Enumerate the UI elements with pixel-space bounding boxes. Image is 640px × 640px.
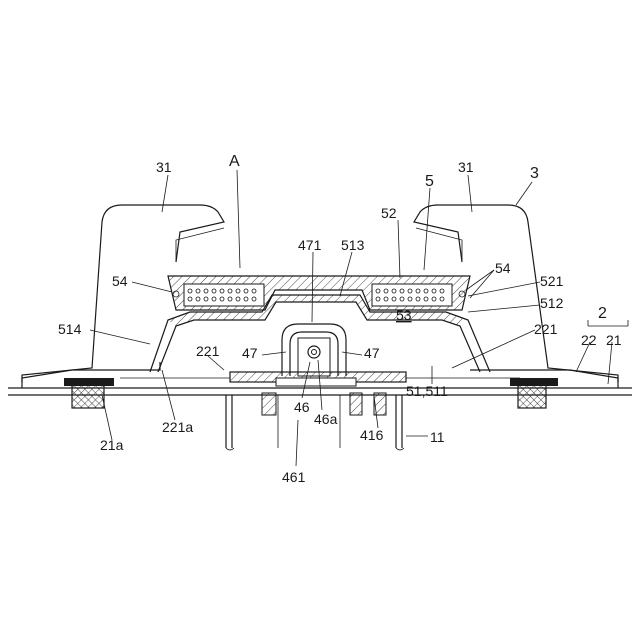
label-416: 416 <box>360 427 384 443</box>
label-21: 21 <box>606 332 622 348</box>
label-471: 471 <box>298 237 322 253</box>
outer-cover-3 <box>22 205 618 382</box>
label-52: 52 <box>381 205 397 221</box>
label-3: 3 <box>530 165 539 182</box>
label-A: A <box>229 153 240 170</box>
label-221-left: 221 <box>196 343 220 359</box>
label-5: 5 <box>425 173 434 190</box>
label-461: 461 <box>282 469 306 485</box>
label-2: 2 <box>598 305 607 322</box>
heating-element-left <box>184 284 264 306</box>
label-54-right: 54 <box>495 260 511 276</box>
label-21a: 21a <box>100 437 124 453</box>
label-513: 513 <box>341 237 365 253</box>
label-47-left: 47 <box>242 345 258 361</box>
label-521: 521 <box>540 273 564 289</box>
label-51-511: 51,511 <box>406 383 448 399</box>
label-221-right: 221 <box>534 321 558 337</box>
label-47-right: 47 <box>364 345 380 361</box>
label-46: 46 <box>294 399 310 415</box>
label-54-left: 54 <box>112 273 128 289</box>
label-31-left: 31 <box>156 159 172 175</box>
label-31-right: 31 <box>458 159 474 175</box>
label-221a: 221a <box>162 419 193 435</box>
center-bracket <box>282 324 346 376</box>
label-11: 11 <box>430 429 445 445</box>
label-514: 514 <box>58 321 82 337</box>
label-46a: 46a <box>314 411 338 427</box>
label-512: 512 <box>540 295 564 311</box>
label-22: 22 <box>581 332 597 348</box>
heating-element-right <box>372 284 452 306</box>
label-53: 53 <box>396 307 412 323</box>
